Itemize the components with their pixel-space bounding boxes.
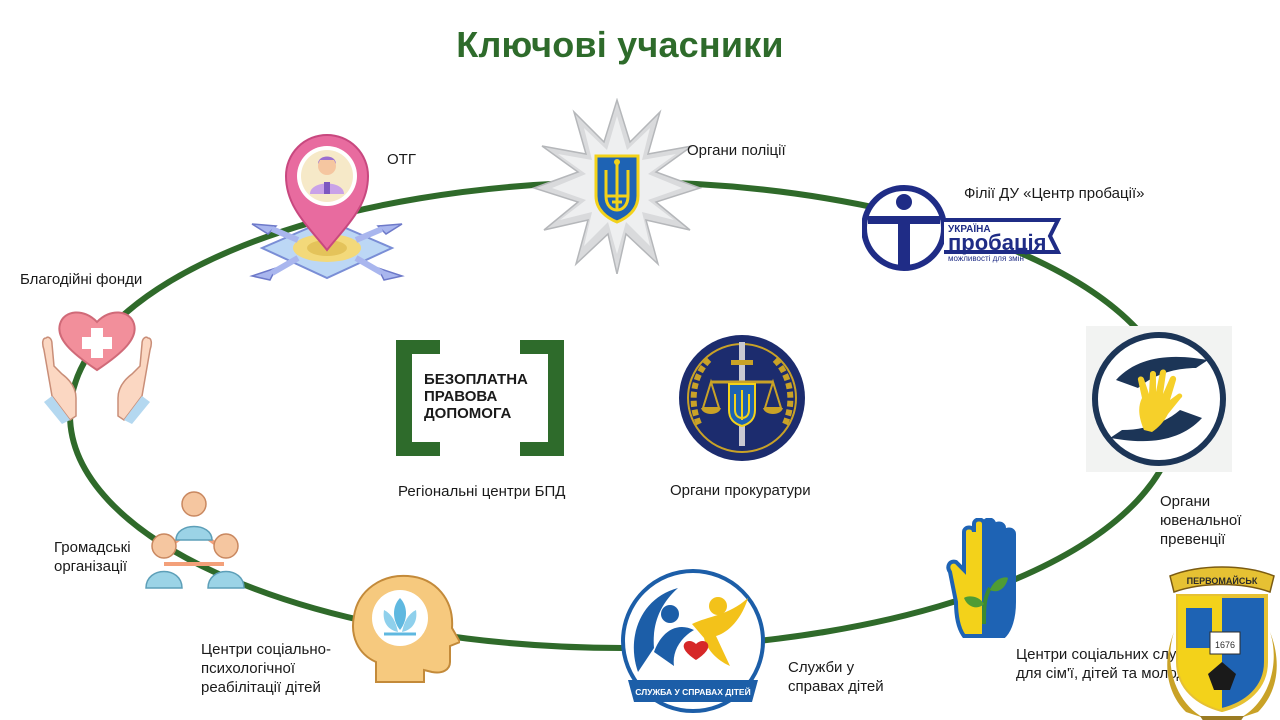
- prosecutor-label: Органи прокуратури: [670, 482, 811, 499]
- bpd-node: БЕЗОПЛАТНА ПРАВОВА ДОПОМОГА: [396, 340, 564, 456]
- people-network-icon: [145, 491, 245, 589]
- bpd-logo-line-1: БЕЗОПЛАТНА: [424, 371, 528, 388]
- bpd-label: Регіональні центри БПД: [398, 483, 566, 500]
- slide-title: Ключові учасники: [456, 24, 784, 65]
- location-pin-person-icon: [249, 134, 405, 281]
- rehab-label: Центри соціально-психологічної реабіліта…: [201, 641, 331, 696]
- social-centers-node: [944, 517, 1026, 642]
- otg-label: ОТГ: [387, 151, 416, 168]
- bpd-logo-line-3: ДОПОМОГА: [424, 405, 512, 422]
- charity-node: [40, 304, 154, 424]
- probation-logo-top: УКРАЇНА: [948, 222, 991, 235]
- police-label: Органи поліції: [687, 142, 786, 159]
- probation-node: УКРАЇНА пробація можливості для змін: [861, 180, 1062, 276]
- ngo-node: [142, 488, 248, 592]
- legal-aid-brackets-icon: БЕЗОПЛАТНА ПРАВОВА ДОПОМОГА: [396, 340, 564, 456]
- city-emblem-year: 1676: [1215, 640, 1235, 650]
- prosecutor-node: [677, 332, 807, 464]
- probation-logo-main: пробація: [948, 230, 1046, 255]
- ngo-label: Громадські організації: [54, 539, 131, 575]
- children-services-label: Служби у справах дітей: [788, 659, 884, 695]
- hand-sprout-icon: [946, 517, 1016, 638]
- juvenile-label: Органи ювенальної превенції: [1160, 493, 1242, 548]
- city-emblem-title: ПЕРВОМАЙСЬК: [1187, 575, 1258, 586]
- social-centers-label: Центри соціальних служб для сім'ї, дітей…: [1016, 646, 1196, 682]
- children-services-node: СЛУЖБА У СПРАВАХ ДІТЕЙ: [620, 568, 766, 714]
- hands-palm-icon: [1086, 326, 1232, 472]
- otg-node: [248, 128, 406, 288]
- head-lotus-icon: [352, 574, 462, 683]
- prosecutor-emblem-icon: [679, 335, 805, 461]
- police-node: [531, 97, 703, 275]
- charity-label: Благодійні фонди: [20, 271, 143, 288]
- probation-logo-bottom: можливості для змін: [948, 254, 1024, 263]
- juvenile-node: [1086, 326, 1232, 472]
- children-services-logo-text: СЛУЖБА У СПРАВАХ ДІТЕЙ: [635, 686, 750, 697]
- probation-logo-icon: УКРАЇНА пробація можливості для змін: [861, 185, 1062, 271]
- children-service-logo-icon: СЛУЖБА У СПРАВАХ ДІТЕЙ: [621, 569, 765, 713]
- hands-heart-icon: [41, 311, 153, 424]
- probation-label: Філії ДУ «Центр пробації»: [964, 185, 1145, 202]
- city-coat-of-arms-icon: ПЕРВОМАЙСЬК 1676: [1167, 566, 1277, 720]
- city-emblem-node: ПЕРВОМАЙСЬК 1676: [1160, 562, 1280, 720]
- police-star-emblem-icon: [531, 97, 703, 275]
- rehab-node: [344, 570, 462, 686]
- bpd-logo-line-2: ПРАВОВА: [424, 388, 498, 405]
